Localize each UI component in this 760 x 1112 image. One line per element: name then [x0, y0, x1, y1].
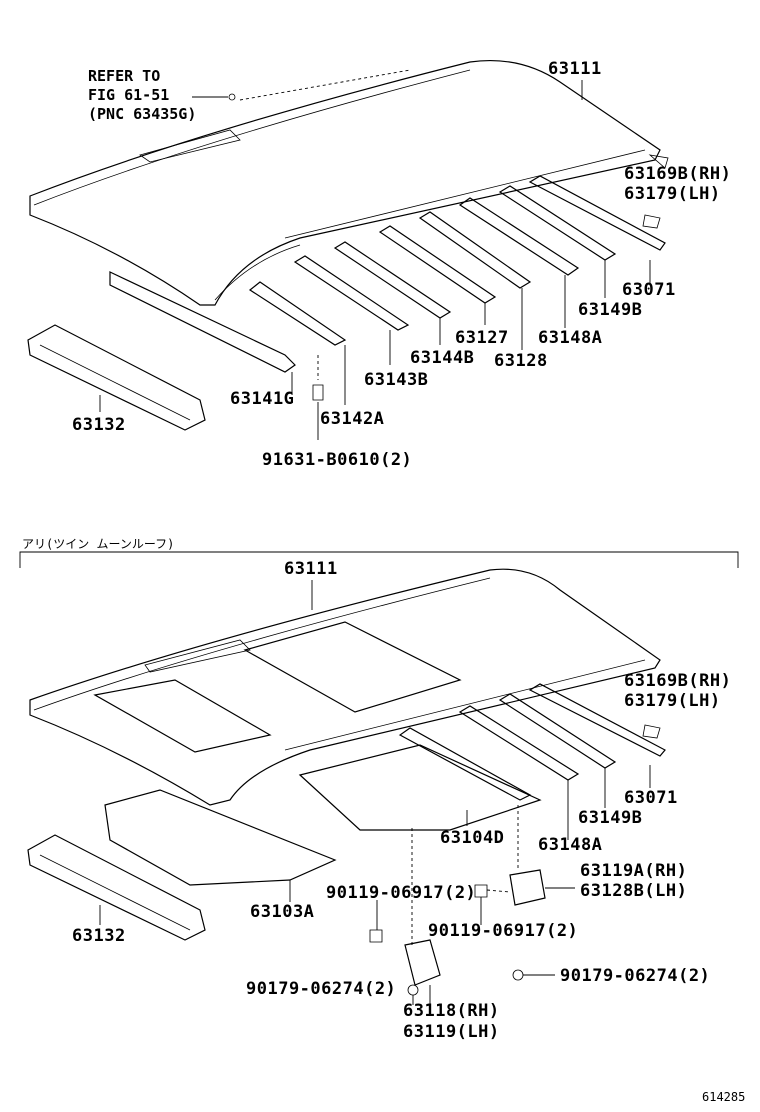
upper-reinforcements [27, 154, 669, 431]
label-104d-lower: 63104D [440, 828, 504, 848]
label-119a-lower: 63119A(RH) [580, 861, 687, 881]
lower-leaders [99, 580, 651, 1005]
label-bolt-b-lower: 90119-06917(2) [428, 921, 578, 941]
rear-moonroof-opening [93, 679, 272, 753]
refer-note-line-2: FIG 61-51 [88, 86, 169, 104]
label-118-lower: 63118(RH) [403, 1001, 500, 1021]
label-nut-b-lower: 90179-06274(2) [560, 966, 710, 986]
label-lh-clip-lower: 63179(LH) [624, 691, 721, 711]
label-143b-upper: 63143B [364, 370, 428, 390]
section-bracket [19, 551, 739, 568]
label-lh-clip-upper: 63179(LH) [624, 184, 721, 204]
lower-reinforcements [27, 683, 666, 996]
label-141g-upper: 63141G [230, 389, 294, 409]
label-nut-a-lower: 90179-06274(2) [246, 979, 396, 999]
label-bolt-a-lower: 90119-06917(2) [326, 883, 476, 903]
label-149b-upper: 63149B [578, 300, 642, 320]
label-clip-upper: 63071 [622, 280, 676, 300]
label-128b-lower: 63128B(LH) [580, 881, 687, 901]
label-128-upper: 63128 [494, 351, 548, 371]
label-header-upper: 63132 [72, 415, 126, 435]
figure-code: 614285 [702, 1090, 745, 1104]
upper-roof-panel [29, 59, 661, 306]
label-148a-upper: 63148A [538, 328, 602, 348]
label-119-lower: 63119(LH) [403, 1022, 500, 1042]
label-header-lower: 63132 [72, 926, 126, 946]
label-127-upper: 63127 [455, 328, 509, 348]
upper-leaders [99, 69, 651, 440]
label-roof-panel-lower: 63111 [284, 559, 338, 579]
label-148a-lower: 63148A [538, 835, 602, 855]
front-frame [298, 744, 542, 831]
label-rh-clip-upper: 63169B(RH) [624, 164, 731, 184]
refer-note-line-3: (PNC 63435G) [88, 105, 196, 123]
label-frame-103a-lower: 63103A [250, 902, 314, 922]
label-bolt-upper: 91631-B0610(2) [262, 450, 412, 470]
label-rh-clip-lower: 63169B(RH) [624, 671, 731, 691]
refer-note-line-1: REFER TO [88, 67, 160, 85]
label-142a-upper: 63142A [320, 409, 384, 429]
label-clip-lower: 63071 [624, 788, 678, 808]
label-144b-upper: 63144B [410, 348, 474, 368]
label-roof-panel-upper: 63111 [548, 59, 602, 79]
section-title: アリ(ツイン ムーンルーフ) [22, 537, 174, 551]
rear-frame [104, 789, 337, 886]
label-149b-lower: 63149B [578, 808, 642, 828]
lower-roof-panel [29, 568, 661, 806]
front-moonroof-opening [243, 621, 462, 713]
